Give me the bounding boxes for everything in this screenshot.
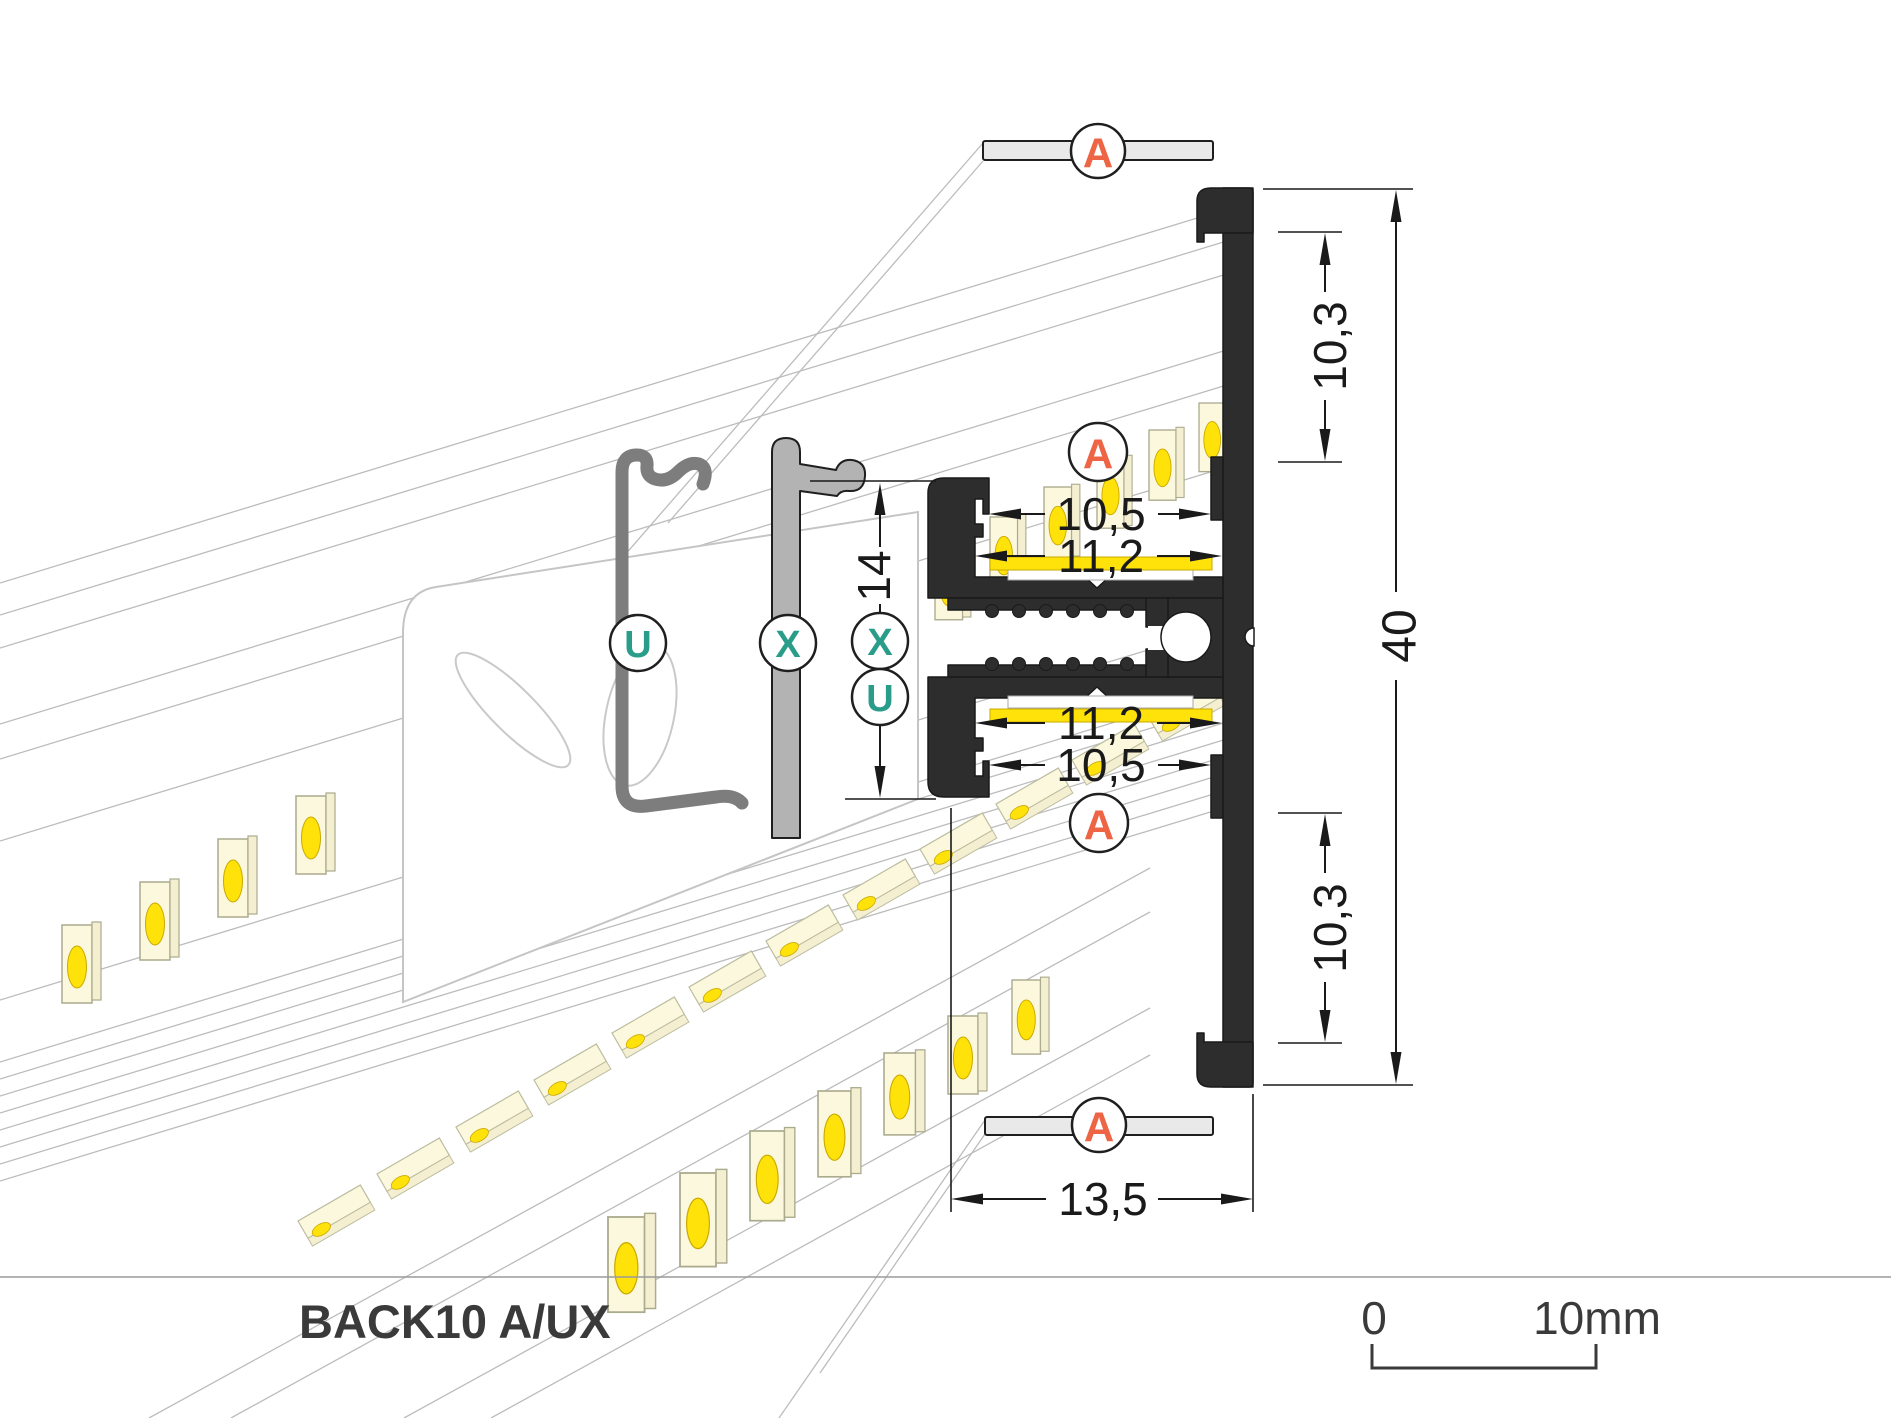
marker-a-bottom-label: A [1084, 1104, 1114, 1151]
profile-cross-section [927, 187, 1255, 1088]
marker-x-dim: X [850, 611, 910, 671]
dim-profile-width: 13,5 [1058, 1173, 1148, 1225]
profile-upper-channel [927, 477, 1224, 599]
profile-lower-right-lip [1210, 754, 1224, 819]
marker-x-dim-label: X [867, 622, 893, 664]
dim-flange-gap-bottom: 10,3 [1304, 883, 1356, 973]
marker-a-top-label: A [1083, 130, 1113, 177]
profile-bottom-flange [1196, 1032, 1254, 1088]
marker-u-part: U [608, 613, 668, 673]
marker-a-upper-label: A [1083, 431, 1113, 478]
dim-flange-gap-top: 10,3 [1304, 301, 1356, 391]
product-title: BACK10 A/UX [299, 1295, 611, 1348]
dim-channel-opening-top: 10,5 [1056, 488, 1146, 540]
marker-u-dim: U [850, 667, 910, 727]
dim-total-height: 40 [1374, 609, 1427, 662]
spine-mid-notch [1244, 627, 1255, 647]
dim-cover-height: 14 [848, 550, 900, 601]
spring-clip-u [615, 448, 749, 813]
scale-end-label: 10mm [1533, 1292, 1661, 1344]
dim-channel-inner-bottom: 11,2 [1058, 697, 1144, 749]
marker-u-part-label: U [624, 624, 651, 666]
plate-slot [454, 651, 572, 769]
channel-led-strips [989, 556, 1213, 723]
dim-channel-inner-top: 11,2 [1058, 530, 1144, 582]
cover-profile-x [771, 437, 867, 839]
profile-top-flange [1196, 187, 1254, 243]
marker-a-bottom: A [1070, 1096, 1128, 1154]
marker-a-lower-label: A [1084, 802, 1114, 849]
marker-x-part: X [758, 613, 818, 673]
marker-x-part-label: X [775, 624, 801, 666]
scale-bracket [1370, 1344, 1598, 1370]
dimension-lines [810, 188, 1413, 1212]
marker-a-top: A [1069, 122, 1127, 180]
scale-start-label: 0 [1361, 1292, 1387, 1344]
dim-channel-opening-bottom: 10,5 [1056, 739, 1146, 791]
marker-a-upper-channel: A [1067, 421, 1129, 483]
profile-lower-channel [927, 676, 1224, 798]
scale-bar: 0 10mm [1361, 1292, 1661, 1370]
screw-port-hole [1160, 611, 1212, 663]
profile-upper-right-lip [1210, 456, 1224, 521]
marker-a-lower-channel: A [1068, 792, 1130, 854]
marker-u-dim-label: U [866, 678, 893, 720]
profile-screw-slot [947, 597, 1224, 678]
